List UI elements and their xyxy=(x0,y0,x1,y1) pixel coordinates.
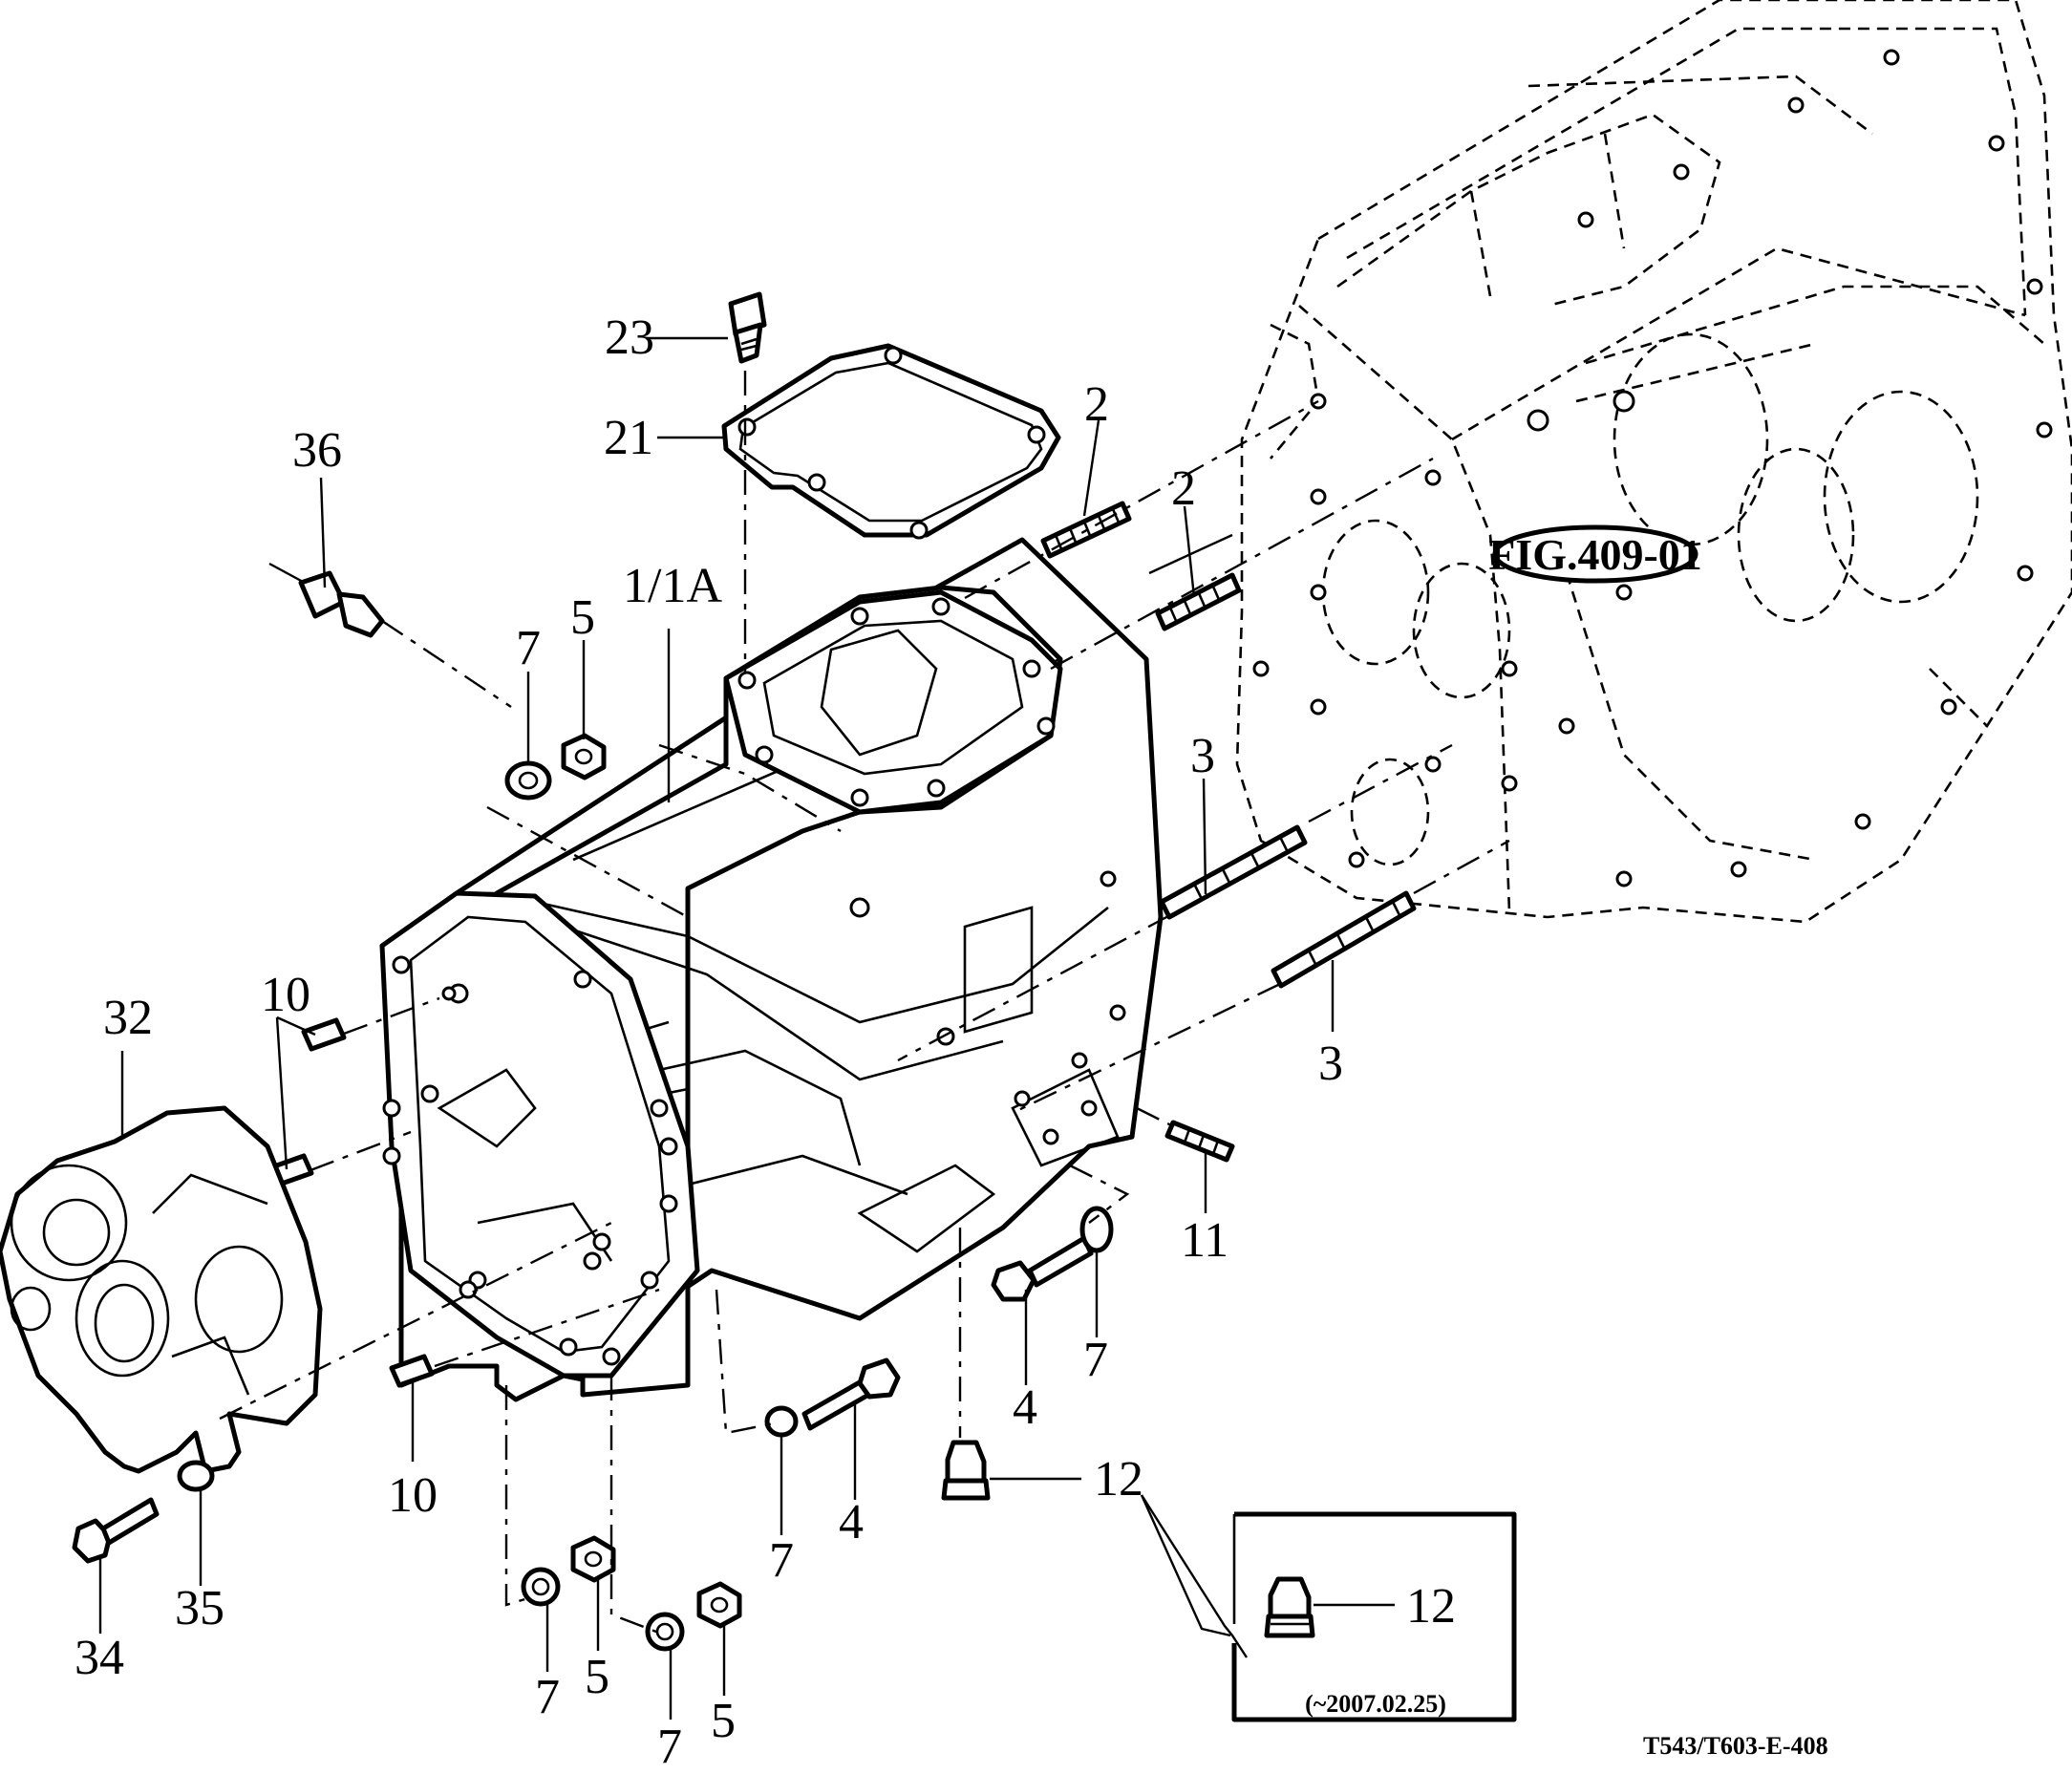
callout-10a: 10 xyxy=(261,968,310,1022)
callout-12b: 12 xyxy=(1406,1579,1456,1634)
washer-7-upper xyxy=(504,760,552,801)
callout-23: 23 xyxy=(605,310,654,365)
callout-34: 34 xyxy=(75,1631,124,1685)
inset-box xyxy=(1231,1511,1517,1722)
front-flange-bolt-holes xyxy=(382,955,678,1366)
callout-7b: 7 xyxy=(1083,1333,1108,1387)
callout-7d: 7 xyxy=(535,1670,560,1724)
ghost-rear-housing xyxy=(1235,0,2072,924)
callout-7e: 7 xyxy=(657,1720,682,1769)
dowel-pin-10a xyxy=(301,1017,347,1052)
bolt-34 xyxy=(72,1497,160,1564)
callout-4b: 4 xyxy=(839,1495,864,1550)
leader-lines xyxy=(98,336,1335,1720)
plug-12 xyxy=(941,1440,991,1501)
ghost-bolt-holes xyxy=(1252,49,2053,887)
nut-5-bottom-a xyxy=(570,1535,616,1583)
callout-7a: 7 xyxy=(516,621,541,675)
washer-35 xyxy=(177,1460,215,1492)
figure-reference: FIG.409-01 xyxy=(1488,530,1702,579)
callout-3b: 3 xyxy=(1318,1037,1343,1091)
washer-7-bottom-a xyxy=(521,1567,561,1607)
callout-1-1a: 1/1A xyxy=(623,559,722,613)
top-opening-bolt-holes xyxy=(737,597,1056,807)
callout-5a: 5 xyxy=(570,590,595,645)
bolt-23 xyxy=(728,291,767,364)
callout-5c: 5 xyxy=(711,1694,736,1748)
callout-2a: 2 xyxy=(1084,377,1109,432)
callout-4a: 4 xyxy=(1013,1380,1037,1435)
dowel-pin-10c xyxy=(389,1354,435,1388)
callout-35: 35 xyxy=(175,1581,224,1635)
bolt-4-right xyxy=(991,1235,1094,1302)
callout-2b: 2 xyxy=(1171,461,1196,516)
bolt-4-lower xyxy=(801,1357,901,1431)
top-cover-21 xyxy=(721,343,1061,540)
stud-3 xyxy=(1159,824,1417,989)
transmission-case xyxy=(379,537,1164,1402)
callout-3a: 3 xyxy=(1190,729,1215,783)
callout-labels: 23 21 36 2 2 1/1A 7 5 3 3 10 32 11 4 7 1… xyxy=(75,310,1456,1774)
inset-date-caption: (~2007.02.25) xyxy=(1305,1690,1446,1718)
callout-10b: 10 xyxy=(388,1468,438,1523)
plug-12-old-style xyxy=(1264,1576,1315,1638)
callout-7c: 7 xyxy=(769,1533,794,1588)
washer-7-right xyxy=(1079,1206,1114,1253)
callout-36: 36 xyxy=(292,423,342,478)
nut-5-bottom-b xyxy=(696,1581,742,1629)
stud-11 xyxy=(1164,1120,1235,1163)
callout-21: 21 xyxy=(604,411,653,465)
washer-7-bottom-b xyxy=(645,1612,685,1652)
callout-32: 32 xyxy=(103,991,153,1045)
callout-12a: 12 xyxy=(1094,1452,1143,1507)
nut-5-upper xyxy=(561,733,607,780)
figure-reference-oval xyxy=(1492,524,1698,584)
assembly-axes xyxy=(219,371,1510,1635)
callout-11: 11 xyxy=(1181,1213,1228,1268)
washer-7-lower xyxy=(764,1405,799,1438)
callout-5b: 5 xyxy=(585,1650,609,1704)
housing-32 xyxy=(0,1105,323,1474)
drawing-code: T543/T603-E-408 xyxy=(1643,1732,1828,1760)
sensor-36 xyxy=(268,562,385,638)
